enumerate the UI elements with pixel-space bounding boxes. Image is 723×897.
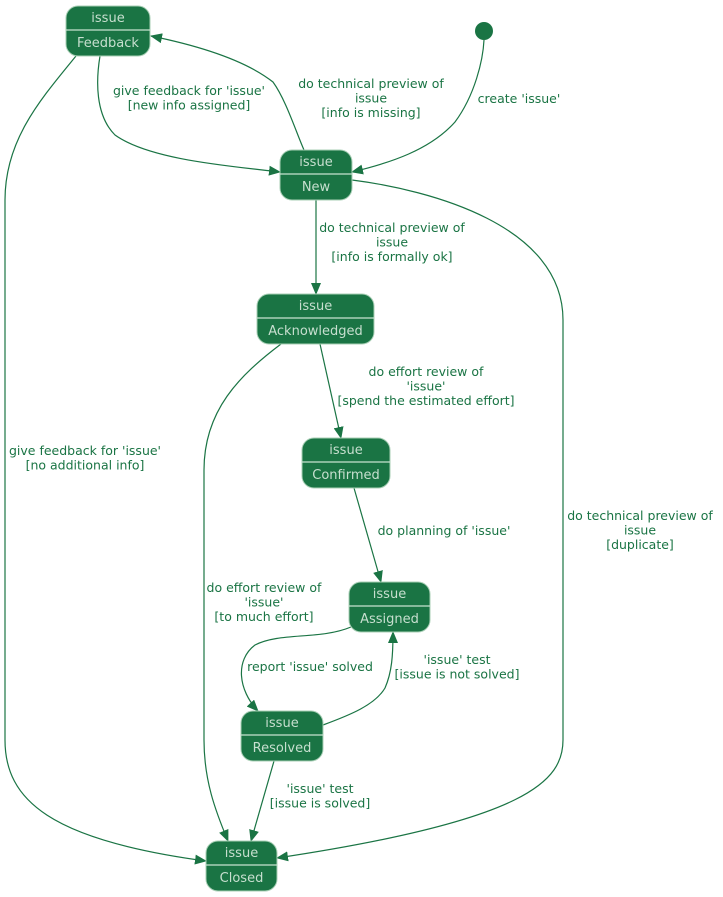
transition-feedback-closed — [4, 55, 207, 865]
transition-label-line: do technical preview of — [319, 220, 465, 235]
transition-label-line: [duplicate] — [606, 537, 674, 552]
transition-new-feedback — [150, 33, 305, 151]
transition-label-line: [info is missing] — [321, 105, 420, 120]
state-stereotype: issue — [299, 155, 332, 170]
transition-acknowledged-confirmed — [319, 343, 344, 439]
transition-start-new — [351, 39, 485, 175]
transition-label-line: 'issue' — [245, 595, 284, 610]
transition-acknowledged-closed — [203, 343, 282, 842]
transition-label-line: [no additional info] — [26, 458, 145, 473]
state-name: Closed — [220, 871, 264, 886]
transition-confirmed-assigned — [353, 487, 383, 583]
transition-label-line: do technical preview of — [567, 508, 713, 523]
transition-label-line: issue — [355, 91, 387, 106]
transition-label-confirmed-assigned: do planning of 'issue' — [378, 523, 511, 538]
transition-new-closed — [276, 179, 564, 862]
state-box — [348, 581, 431, 633]
transition-label-feedback-new: give feedback for 'issue'[new info assig… — [113, 83, 265, 113]
transition-label-line: 'issue' — [407, 379, 446, 394]
state-name: Acknowledged — [268, 324, 363, 339]
transition-feedback-new — [97, 55, 281, 176]
state-stereotype: issue — [265, 716, 298, 731]
transition-label-line: create 'issue' — [478, 91, 561, 106]
state-box — [240, 710, 324, 762]
state-stereotype: issue — [91, 11, 124, 26]
transition-label-line: [info is formally ok] — [331, 249, 452, 264]
transition-label-line: do effort review of — [207, 580, 322, 595]
transition-label-line: 'issue' test — [424, 652, 491, 667]
transition-assigned-resolved — [240, 626, 352, 712]
state-name: Feedback — [77, 36, 139, 51]
state-box — [205, 840, 278, 892]
transition-label-line: [to much effort] — [214, 609, 313, 624]
transition-resolved-closed — [249, 760, 275, 842]
state-box — [301, 437, 391, 489]
transition-label-line: [issue is not solved] — [395, 667, 520, 682]
transition-label-resolved-assigned: 'issue' test[issue is not solved] — [395, 652, 520, 682]
transition-label-line: issue — [376, 235, 408, 250]
transition-label-assigned-resolved: report 'issue' solved — [247, 659, 373, 674]
state-name: Confirmed — [312, 468, 380, 483]
transition-label-line: 'issue' test — [287, 781, 354, 796]
transition-label-line: do effort review of — [369, 364, 484, 379]
transition-label-line: give feedback for 'issue' — [113, 83, 265, 98]
state-box — [279, 149, 353, 201]
state-stereotype: issue — [299, 299, 332, 314]
transition-label-line: do planning of 'issue' — [378, 523, 511, 538]
transition-label-line: give feedback for 'issue' — [9, 443, 161, 458]
transition-label-feedback-closed: give feedback for 'issue'[no additional … — [9, 443, 161, 473]
state-stereotype: issue — [329, 443, 362, 458]
transition-label-line: [spend the estimated effort] — [337, 393, 514, 408]
state-name: Assigned — [360, 612, 419, 627]
state-stereotype: issue — [225, 846, 258, 861]
initial-state — [475, 22, 493, 40]
state-stereotype: issue — [373, 587, 406, 602]
transition-label-acknowledged-closed: do effort review of'issue'[to much effor… — [207, 580, 322, 624]
transition-label-start-new: create 'issue' — [478, 91, 561, 106]
transition-label-acknowledged-confirmed: do effort review of'issue'[spend the est… — [337, 364, 514, 408]
state-box — [65, 5, 151, 57]
state-name: New — [302, 180, 331, 195]
transition-label-line: [new info assigned] — [128, 98, 251, 113]
transition-resolved-assigned — [322, 631, 398, 726]
transition-label-line: [issue is solved] — [270, 796, 370, 811]
transition-label-line: report 'issue' solved — [247, 659, 373, 674]
transition-label-line: do technical preview of — [298, 76, 444, 91]
transition-label-resolved-closed: 'issue' test[issue is solved] — [270, 781, 370, 811]
transition-label-line: issue — [624, 523, 656, 538]
state-box — [256, 293, 375, 345]
state-name: Resolved — [253, 741, 312, 756]
